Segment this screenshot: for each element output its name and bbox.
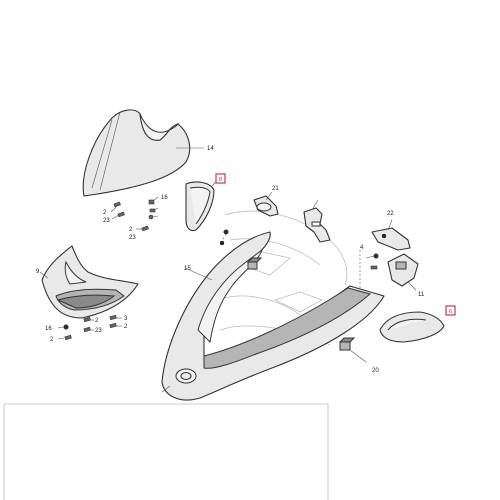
part-block-20[interactable] [338, 337, 367, 363]
callout-15: 15 [184, 266, 191, 272]
callout-16: 16 [161, 195, 168, 201]
part-side-panel-right[interactable] [379, 311, 445, 343]
highlight-callout-left-label: 8 [219, 177, 222, 183]
callout-11: 11 [418, 292, 425, 298]
callout-2: 2 [50, 337, 54, 343]
part-grommet[interactable] [246, 257, 263, 270]
part-mirror-bracket[interactable] [253, 191, 279, 217]
callout-22: 22 [387, 211, 394, 217]
callout-2: 2 [124, 324, 128, 330]
callout-23: 23 [95, 328, 102, 334]
callout-2: 2 [129, 227, 133, 233]
callout-9: 9 [36, 269, 40, 275]
callout-14: 14 [207, 146, 214, 152]
part-bracket-11[interactable] [387, 253, 419, 291]
callout-3: 3 [124, 316, 128, 322]
callout-16: 16 [45, 326, 52, 332]
part-headlight-cover[interactable] [39, 245, 139, 319]
headlight-fasteners [57, 314, 122, 341]
part-mirror-bracket-right[interactable] [371, 219, 411, 251]
small-nuts-left [219, 229, 229, 246]
highlight-callout-left[interactable]: 8 [215, 173, 226, 184]
windshield-fasteners [110, 196, 159, 232]
highlight-callout-right[interactable]: 6 [445, 305, 456, 316]
part-bracket-clip[interactable] [303, 199, 331, 243]
callout-21: 21 [272, 186, 279, 192]
highlight-callout-right-label: 6 [449, 309, 452, 315]
part-front-hood[interactable] [161, 231, 385, 401]
callout-4: 4 [360, 245, 364, 251]
part-windshield[interactable] [82, 109, 191, 197]
callout-2: 2 [103, 210, 107, 216]
callout-2: 2 [95, 318, 99, 324]
callout-20: 20 [372, 368, 379, 374]
part-side-panel-left[interactable] [185, 179, 219, 232]
leader-15 [161, 385, 171, 393]
callout-23: 23 [103, 218, 110, 224]
callout-23: 23 [129, 235, 136, 241]
